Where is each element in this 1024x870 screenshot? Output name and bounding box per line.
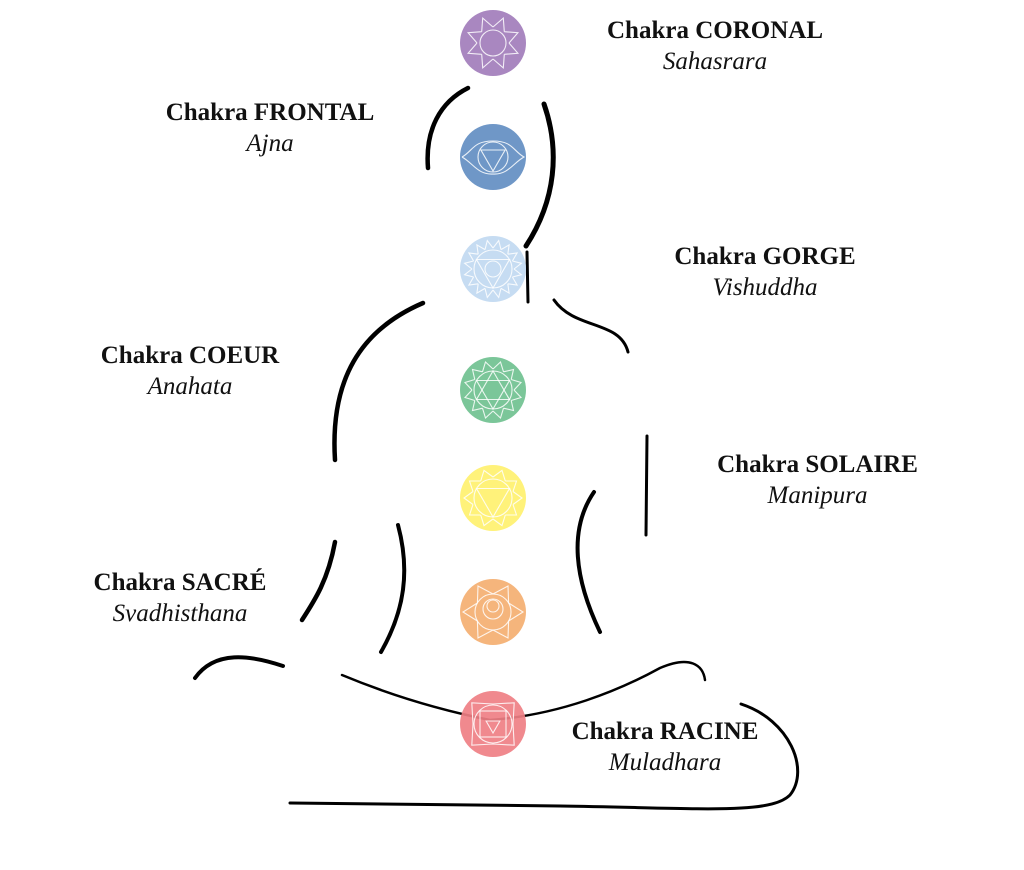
chakra-sanskrit: Svadhisthana: [112, 600, 248, 627]
crossed-leg-stroke: [340, 660, 707, 722]
hexagram-lotus-icon: [463, 360, 523, 420]
label-heart: Chakra COEUR Anahata: [60, 341, 320, 403]
head-left-stroke: [425, 85, 471, 171]
chakra-name: Chakra RACINE: [571, 718, 759, 745]
left-waist-stroke: [299, 539, 338, 623]
right-foot-stroke: [558, 702, 800, 811]
label-sacral: Chakra SACRÉ Svadhisthana: [50, 568, 310, 630]
chakra-name: Chakra COEUR: [100, 342, 280, 369]
neck-stroke: [525, 250, 530, 304]
chakra-circle: [460, 691, 526, 757]
head-right-stroke: [523, 101, 556, 249]
chakra-name: Chakra SOLAIRE: [717, 451, 918, 478]
left-shoulder-stroke: [332, 300, 426, 463]
chakra-circle: [460, 357, 526, 423]
left-knee-stroke: [193, 655, 285, 680]
body-outline: [193, 85, 800, 811]
chakra-solar: [460, 465, 526, 531]
lotus-crown-icon: [466, 16, 520, 70]
chakra-sanskrit: Anahata: [147, 373, 233, 400]
ajna-triangle-icon: [461, 140, 526, 175]
right-hip-stroke: [575, 490, 602, 634]
right-shoulder-stroke: [552, 298, 630, 354]
throat-lotus-icon: [463, 239, 523, 299]
chakra-name: Chakra SACRÉ: [93, 569, 267, 596]
chakra-circle: [460, 124, 526, 190]
chakra-root: [460, 691, 526, 757]
label-third-eye: Chakra FRONTAL Ajna: [120, 98, 420, 160]
square-triangle-lotus-icon: [471, 702, 515, 746]
chakra-throat: [460, 236, 526, 302]
chakra-third-eye: [460, 124, 526, 190]
chakra-name: Chakra FRONTAL: [165, 99, 375, 126]
left-hip-stroke: [379, 523, 407, 654]
label-throat: Chakra GORGE Vishuddha: [620, 242, 910, 304]
right-arm-stroke: [644, 434, 649, 537]
chakra-circle: [460, 10, 526, 76]
crescent-lotus-icon: [461, 585, 525, 639]
chakra-sacral: [460, 579, 526, 645]
solar-triangle-lotus-icon: [463, 469, 523, 527]
chakra-sanskrit: Vishuddha: [712, 274, 818, 301]
chakra-crown: [460, 10, 526, 76]
chakra-name: Chakra GORGE: [674, 243, 856, 270]
chakra-sanskrit: Ajna: [246, 130, 294, 157]
chakra-name: Chakra CORONAL: [607, 17, 823, 44]
label-crown: Chakra CORONAL Sahasrara: [560, 16, 870, 78]
chakra-heart: [460, 357, 526, 423]
label-root: Chakra RACINE Muladhara: [525, 717, 805, 779]
base-line-stroke: [288, 801, 562, 808]
chakra-circle: [460, 236, 526, 302]
chakra-sanskrit: Sahasrara: [662, 48, 768, 75]
label-solar: Chakra SOLAIRE Manipura: [670, 450, 965, 512]
chakra-sanskrit: Muladhara: [608, 749, 722, 776]
chakra-sanskrit: Manipura: [767, 482, 868, 509]
chakra-circle: [460, 465, 526, 531]
